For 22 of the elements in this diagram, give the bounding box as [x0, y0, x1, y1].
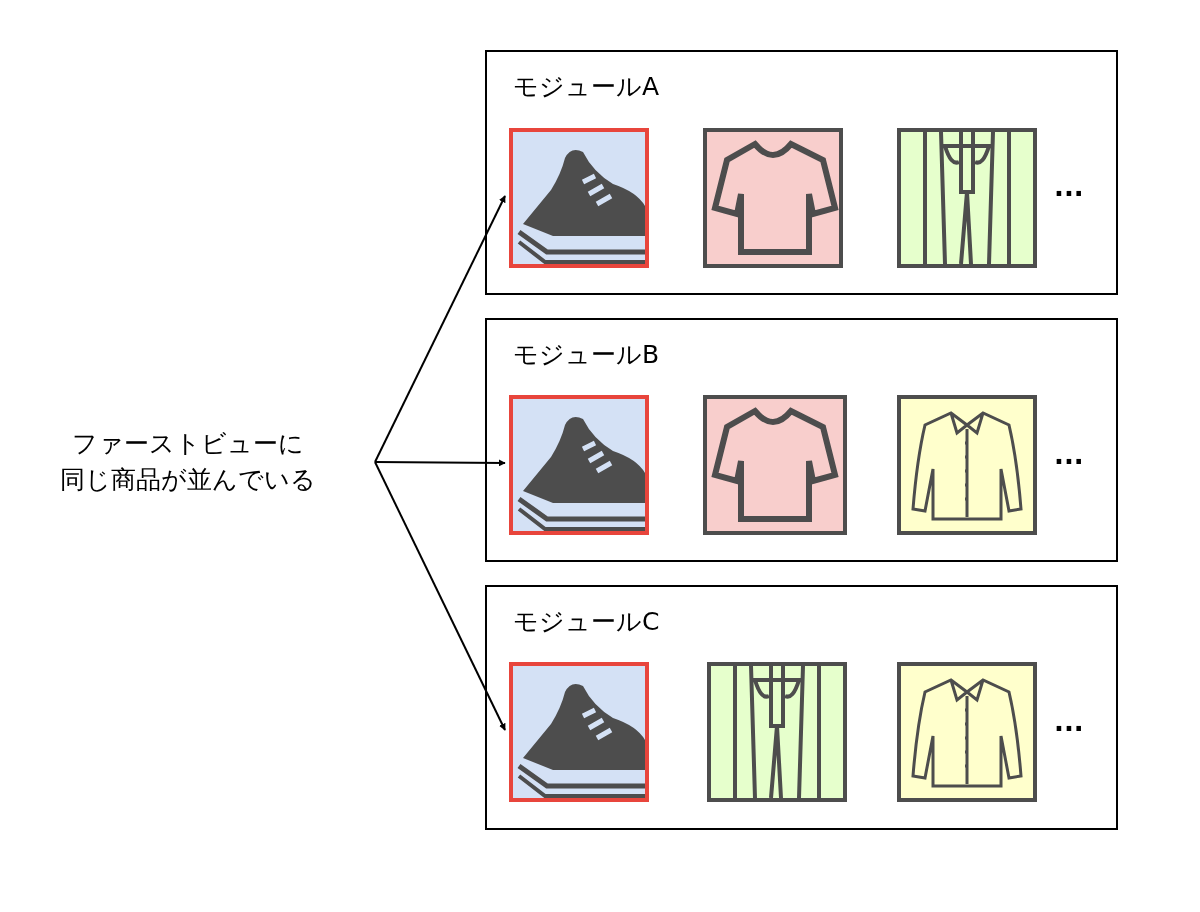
image-tile: [509, 662, 649, 802]
ellipsis-text: ...: [1054, 440, 1084, 470]
image-tile: [897, 128, 1037, 268]
module-title: モジュールB: [513, 339, 660, 371]
image-tile: [509, 128, 649, 268]
image-tile: [509, 395, 649, 535]
arrow: [374, 459, 506, 467]
image-tile: [703, 128, 843, 268]
module-title: モジュールA: [513, 71, 660, 103]
ellipsis-text: ...: [1054, 707, 1084, 737]
image-tile: [897, 662, 1037, 802]
module-title: モジュールC: [513, 606, 660, 638]
arrow: [374, 195, 506, 463]
image-tile: [897, 395, 1037, 535]
caption-text: ファーストビューに同じ商品が並んでいる: [59, 428, 316, 496]
module-box: [485, 585, 1118, 830]
ellipsis-text: ...: [1054, 172, 1084, 202]
image-tile: [707, 662, 847, 802]
arrow: [374, 461, 506, 731]
module-box: [485, 318, 1118, 562]
module-box: [485, 50, 1118, 295]
image-tile: [703, 395, 847, 535]
